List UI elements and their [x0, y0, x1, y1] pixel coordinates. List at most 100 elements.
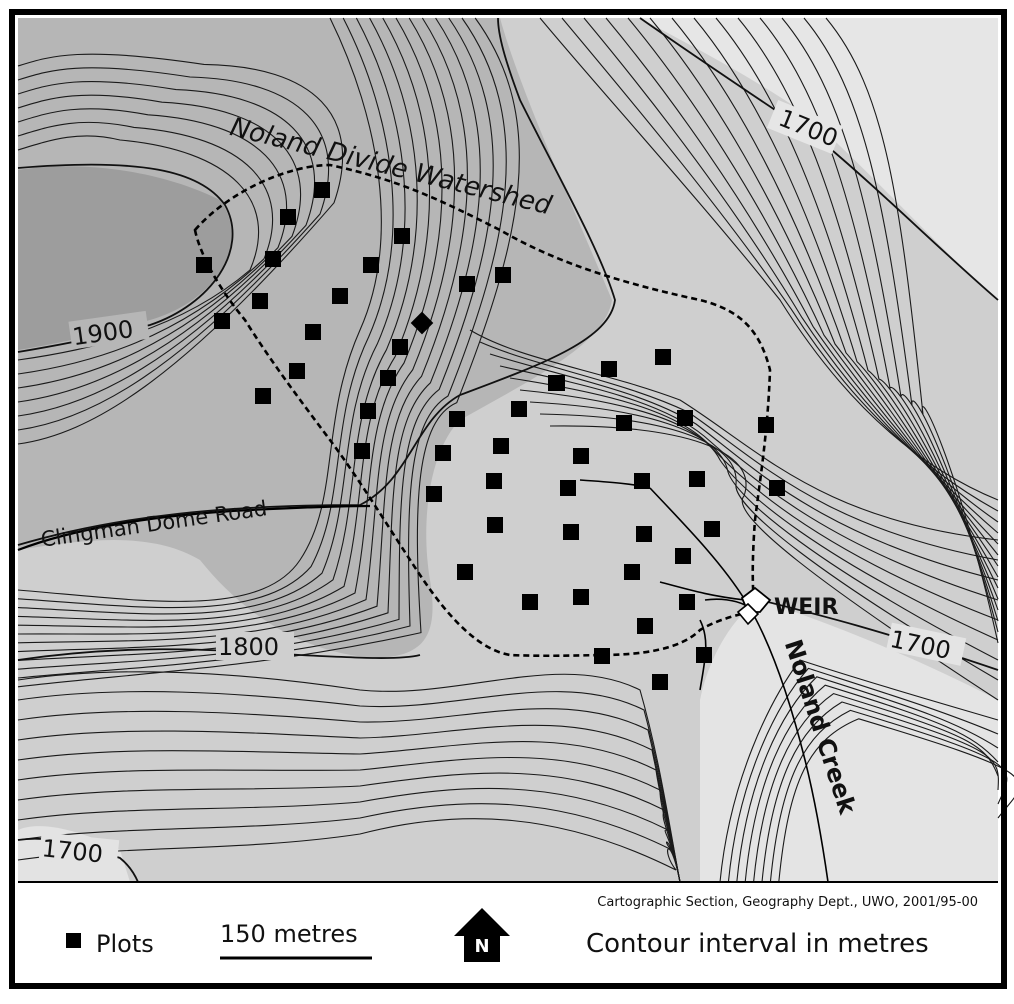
contour-label-1800: 1800: [218, 633, 279, 661]
contour-line: [479, 341, 999, 561]
plot-legend-symbol: [66, 933, 81, 948]
contour-line: [744, 684, 999, 883]
plot-marker: [435, 445, 451, 461]
creek-main: [649, 487, 829, 883]
plots-legend-label: Plots: [96, 930, 154, 958]
plot-marker: [679, 594, 695, 610]
terrain-summit: [18, 166, 232, 350]
contour-line: [605, 17, 999, 534]
contour-line: [17, 671, 681, 883]
plot-marker: [696, 647, 712, 663]
contour-line: [17, 17, 406, 615]
plot-marker: [457, 564, 473, 580]
plot-marker: [332, 288, 348, 304]
contour-line: [17, 108, 288, 389]
north-arrow-icon: N: [454, 908, 510, 962]
contour-line: [17, 17, 468, 653]
contour-line: [17, 94, 302, 403]
plot-marker: [487, 517, 503, 533]
plot-marker: [255, 388, 271, 404]
contour-line: [519, 389, 999, 641]
contour-line: [778, 718, 1014, 883]
plot-marker: [636, 526, 652, 542]
contour-interval-note: Contour interval in metres: [586, 929, 929, 959]
plot-marker: [616, 415, 632, 431]
plot-marker: [486, 473, 502, 489]
contour-line: [17, 691, 681, 883]
contour-line: [781, 17, 999, 622]
plot-marker: [252, 293, 268, 309]
terrain-ne-light: [640, 18, 998, 300]
contour-line: [17, 17, 507, 679]
creek-branch-3: [704, 598, 746, 606]
plot-marker: [426, 486, 442, 502]
index-contour-1800: [17, 17, 616, 546]
contour-line: [17, 818, 681, 883]
contour-line: [715, 17, 999, 589]
contour-line: [509, 377, 999, 621]
contour-line: [753, 692, 999, 883]
plot-marker: [769, 480, 785, 496]
contour-line: [727, 667, 999, 883]
plot-marker: [675, 548, 691, 564]
contour-line: [759, 17, 999, 611]
weir-icon-lower: [736, 602, 760, 626]
plot-marker: [354, 443, 370, 459]
contour-line: [539, 413, 999, 681]
plot-marker: [495, 267, 511, 283]
plot-marker: [511, 401, 527, 417]
plot-marker: [214, 313, 230, 329]
contour-line: [17, 80, 316, 417]
plot-marker: [280, 209, 296, 225]
contour-line: [627, 17, 999, 545]
plot-marker: [289, 363, 305, 379]
weir-marker: [736, 586, 772, 626]
plot-marker: [758, 417, 774, 433]
contour-line: [489, 353, 999, 581]
plot-marker: [573, 589, 589, 605]
contour-line: [693, 17, 999, 578]
plot-marker: [652, 674, 668, 690]
plot-marker: [196, 257, 212, 273]
plot-markers: [196, 182, 785, 690]
plot-marker: [360, 403, 376, 419]
plot-marker: [380, 370, 396, 386]
plot-marker: [394, 228, 410, 244]
label-bg: [766, 99, 844, 155]
contour-line: [17, 17, 382, 602]
plot-marker: [392, 339, 408, 355]
plot-marker: [655, 349, 671, 365]
plot-marker: [548, 375, 564, 391]
creek-branch-2: [659, 581, 746, 601]
contour-line: [719, 659, 999, 883]
contour-line: [529, 401, 999, 661]
contour-line: [17, 724, 681, 883]
terrain-se-light: [700, 600, 998, 882]
plot-marker: [689, 471, 705, 487]
contour-line: [17, 53, 344, 445]
plot-marker: [634, 473, 650, 489]
scale-label: 150 metres: [220, 920, 358, 948]
plot-marker: [677, 410, 693, 426]
label-bg: [216, 632, 294, 660]
plot-marker: [363, 257, 379, 273]
label-bg: [886, 622, 967, 666]
clingman-dome-road: [17, 504, 371, 552]
contour-line: [17, 17, 418, 621]
contour-line: [499, 365, 999, 601]
contour-line: [737, 17, 999, 600]
credit-text: Cartographic Section, Geography Dept., U…: [597, 895, 978, 910]
label-bg: [38, 832, 120, 869]
plot-marker: [493, 438, 509, 454]
contour-line: [17, 772, 681, 883]
weir-label: WEIR: [774, 595, 838, 620]
contour-line: [17, 121, 274, 375]
plot-marker: [459, 276, 475, 292]
contour-line: [17, 67, 330, 431]
contour-line: [736, 676, 999, 883]
plot-marker: [601, 361, 617, 377]
contour-line: [649, 17, 999, 556]
contour-line: [17, 787, 681, 883]
